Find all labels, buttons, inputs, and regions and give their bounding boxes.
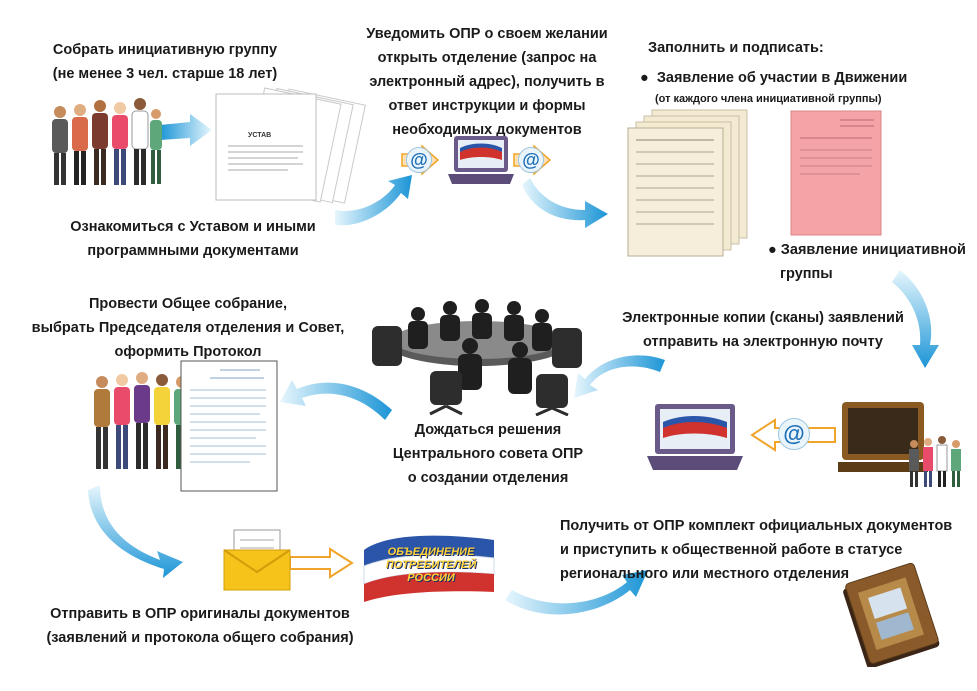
step-3-text: Уведомить ОПР о своем желании открыть от… [352, 22, 622, 142]
charter-documents-icon: УСТАВ [215, 87, 366, 204]
step-9-line-3: регионального или местного отделения [560, 566, 850, 582]
people-group-icon [52, 98, 162, 185]
email-icon-right: @ [512, 144, 552, 176]
arrow-2 [335, 175, 412, 226]
logo-line-1: ОБЪЕДИНЕНИЕ [387, 546, 475, 558]
ustav-label: УСТАВ [248, 132, 271, 139]
step-4-bullet-2-line-1: Заявление инициативной [780, 242, 966, 258]
arrow-8 [289, 547, 354, 579]
laptop-icon-right [647, 404, 743, 470]
step-6-text: Дождаться решения Центрального совета ОП… [383, 418, 593, 490]
people-meeting-icon [94, 372, 190, 469]
step-7-line-1: Провести Общее собрание, [88, 296, 288, 312]
computer-with-people-icon [838, 402, 961, 487]
logo-line-3: РОССИИ [407, 572, 455, 584]
arrow-4 [892, 270, 939, 368]
step-3-line-2: открыть отделение (запрос на [377, 50, 597, 66]
step-8-line-1: Отправить в ОПР оригиналы документов [50, 606, 350, 622]
bullet-icon: ● [640, 70, 649, 86]
step-4-title: Заполнить и подписать: [648, 40, 824, 56]
step-5-text: Электронные копии (сканы) заявлений отпр… [608, 306, 918, 354]
envelope-icon [223, 529, 291, 591]
step-6-line-3: о создании отделения [407, 470, 569, 486]
arrow-9 [505, 570, 648, 615]
arrow-7 [88, 485, 183, 578]
step-5-line-2: отправить на электронную почту [643, 334, 883, 350]
bullet-icon: ● [768, 242, 777, 258]
step-8-line-2: (заявлений и протокола общего собрания) [46, 630, 354, 646]
group-application-form-icon [790, 110, 882, 236]
step-2-line-1: Ознакомиться с Уставом и иными [70, 219, 316, 235]
opr-logo: ОБЪЕДИНЕНИЕ ПОТРЕБИТЕЛЕЙ РОССИИ [354, 530, 504, 605]
step-3-line-5: необходимых документов [392, 122, 582, 138]
step-5-line-1: Электронные копии (сканы) заявлений [622, 310, 904, 326]
protocol-document-icon [180, 360, 278, 492]
email-icon-left: @ [400, 144, 440, 176]
step-9-text: Получить от ОПР комплект официальных док… [560, 514, 960, 586]
arrow-3 [522, 178, 608, 228]
arrow-1 [160, 114, 212, 146]
step-4-bullet-2-line-2: группы [780, 266, 833, 282]
step-4-bullet-1-note: (от каждого члена инициативной группы) [655, 93, 882, 105]
step-9-line-1: Получить от ОПР комплект официальных док… [560, 518, 953, 534]
meeting-table-icon [372, 299, 582, 416]
at-sign: @ [406, 147, 432, 173]
step-4-bullet-1: ● Заявление об участии в Движении [640, 66, 940, 90]
step-8-text: Отправить в ОПР оригиналы документов (за… [30, 602, 370, 650]
step-4-bullet-1-text: Заявление об участии в Движении [656, 70, 908, 86]
arrow-5 [574, 355, 665, 398]
step-4-bullet-2: ● Заявление инициативной группы [768, 238, 977, 286]
step-3-line-4: ответ инструкции и формы [388, 98, 586, 114]
step-2-line-2: программными документами [87, 243, 299, 259]
email-icon-bottom-right: @ [778, 418, 810, 450]
official-documents-book-icon [843, 562, 940, 667]
step-9-line-2: и приступить к общественной работе в ста… [560, 542, 903, 558]
step-7-line-3: оформить Протокол [114, 344, 262, 360]
step-2-text: Ознакомиться с Уставом и иными программн… [48, 215, 338, 263]
step-7-line-2: выбрать Председателя отделения и Совет, [31, 320, 345, 336]
step-1-line-2: (не менее 3 чел. старше 18 лет) [52, 66, 278, 82]
at-sign: @ [518, 147, 544, 173]
step-1-line-1: Собрать инициативную группу [52, 42, 278, 58]
arrow-6 [280, 380, 392, 420]
logo-line-2: ПОТРЕБИТЕЛЕЙ [385, 559, 477, 571]
step-1-text: Собрать инициативную группу (не менее 3 … [30, 38, 300, 86]
step-6-line-2: Центрального совета ОПР [392, 446, 584, 462]
step-3-line-3: электронный адрес), получить в [369, 74, 605, 90]
step-6-line-1: Дождаться решения [414, 422, 562, 438]
step-7-text: Провести Общее собрание, выбрать Председ… [28, 292, 348, 364]
application-forms-icon [627, 109, 748, 257]
step-3-line-1: Уведомить ОПР о своем желании [366, 26, 608, 42]
laptop-icon-top [448, 136, 514, 184]
